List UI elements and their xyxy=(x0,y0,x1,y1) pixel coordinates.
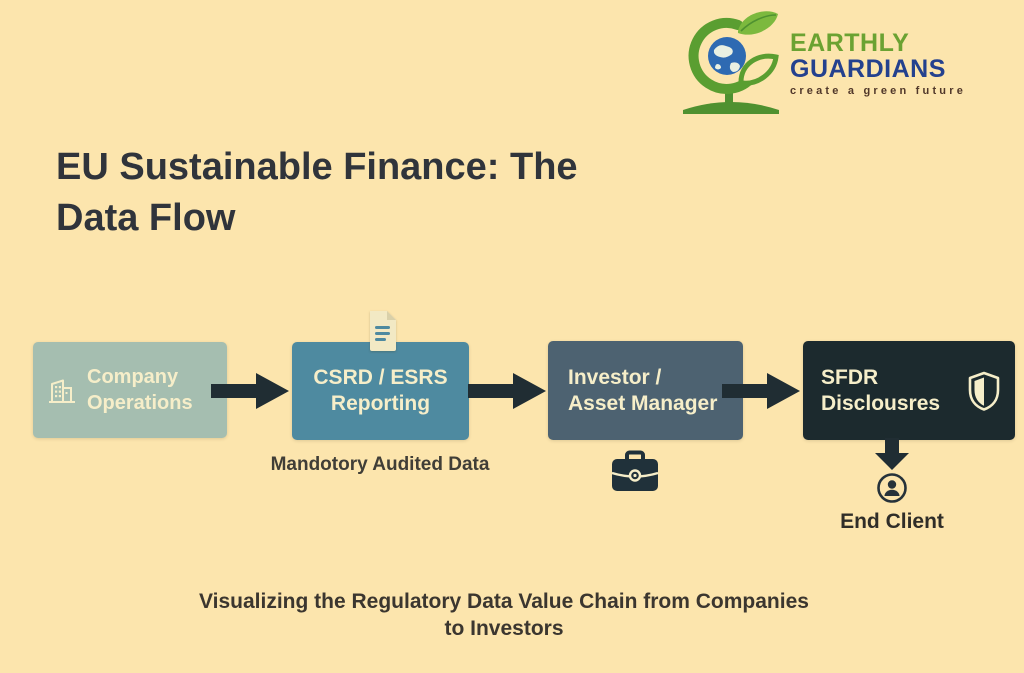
flow-node-csrd-esrs-reporting: CSRD / ESRS Reporting xyxy=(292,342,469,440)
flow-arrow-right-1 xyxy=(211,373,289,409)
brand-tagline: create a green future xyxy=(790,85,967,97)
flow-arrow-right-2 xyxy=(468,373,546,409)
csrd-annotation: Mandotory Audited Data xyxy=(270,454,490,475)
flow-node-company-operations: Company Operations xyxy=(33,342,227,438)
earthly-guardians-logo-icon xyxy=(683,11,779,114)
flow-arrow-right-3 xyxy=(722,373,800,409)
page-title-line1: EU Sustainable Finance: The xyxy=(56,146,578,188)
flow-arrow-down xyxy=(875,438,909,470)
page-title: EU Sustainable Finance: The Data Flow xyxy=(56,142,578,244)
end-client-label: End Client xyxy=(840,510,944,533)
flow-node-investor-asset-manager: Investor / Asset Manager xyxy=(548,341,743,440)
flow-node-label: SFDR Disclousres xyxy=(821,365,941,415)
caption: Visualizing the Regulatory Data Value Ch… xyxy=(199,590,809,640)
brand-name-line1: EARTHLY xyxy=(790,29,910,57)
brand-name-line2: GUARDIANS xyxy=(790,55,946,83)
briefcase-icon xyxy=(611,450,659,491)
flow-node-label: Company Operations xyxy=(87,366,193,414)
earthly-guardians-logo: EARTHLY GUARDIANS create a green future xyxy=(680,6,966,114)
page-title-line2: Data Flow xyxy=(56,197,236,239)
person-icon xyxy=(877,473,907,503)
document-icon xyxy=(370,311,396,351)
flow-node-label: CSRD / ESRS Reporting xyxy=(313,366,448,415)
logo-wordmark: EARTHLY GUARDIANS create a green future xyxy=(790,6,966,97)
flow-node-sfdr-disclosures: SFDR Disclousres xyxy=(803,341,1015,440)
flow-node-label: Investor / Asset Manager xyxy=(568,365,718,415)
shield-icon xyxy=(968,371,1000,411)
building-icon xyxy=(49,379,75,403)
